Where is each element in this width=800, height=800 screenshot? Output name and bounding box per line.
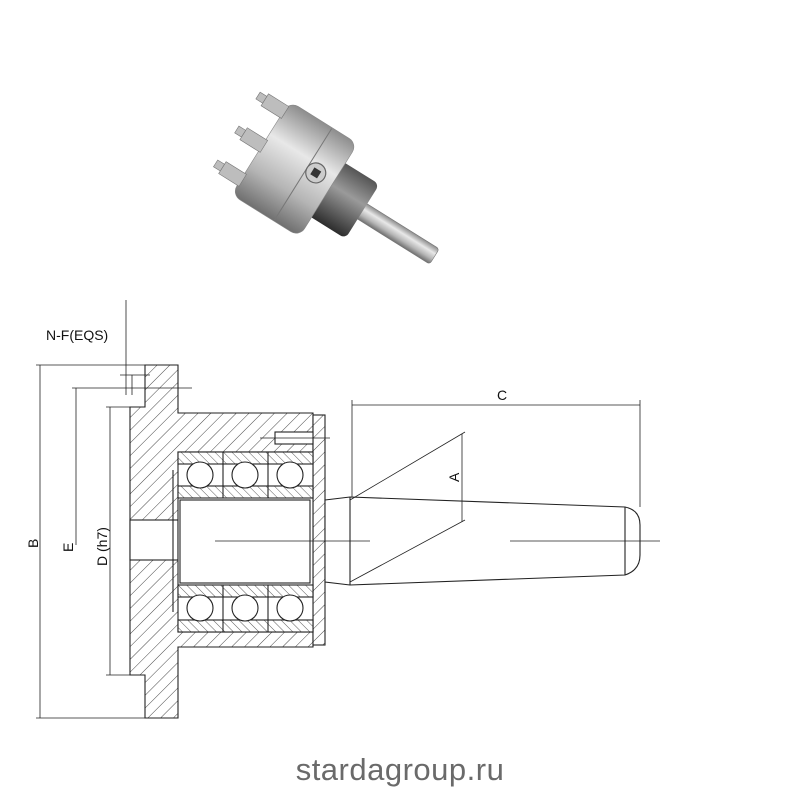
label-b: B [25,539,41,548]
product-photo [213,91,439,264]
center-hole [129,519,179,561]
cover-plate [312,414,326,646]
bearings [177,451,314,633]
label-c: C [497,387,507,403]
label-nf: N-F(EQS) [46,327,108,343]
spindle-bore [179,499,311,584]
taper-shaft [324,496,641,586]
watermark-text: stardagroup.ru [295,752,505,787]
section-view [129,364,660,719]
dimensions [36,300,641,719]
chuck-neck [309,162,378,237]
label-d: D (h7) [94,527,110,566]
chuck-jaws [213,91,290,187]
label-e: E [60,543,76,552]
label-a: A [446,472,462,482]
